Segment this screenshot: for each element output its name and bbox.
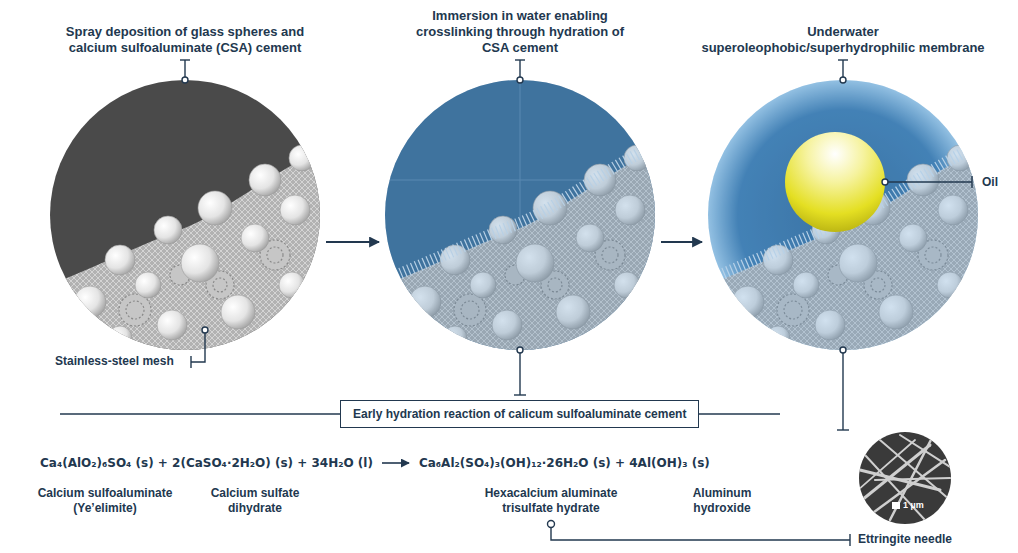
part-label: Stainless-steel mesh	[55, 354, 174, 369]
oil-droplet	[785, 132, 885, 232]
equation-row: Ca₄(AlO₂)₆SO₄ (s) + 2(CaSO₄·2H₂O) (s) + …	[40, 455, 710, 471]
equation-reactants: Ca₄(AlO₂)₆SO₄ (s) + 2(CaSO₄·2H₂O) (s) + …	[40, 455, 373, 471]
compound-name: Calcium sulfoaluminate (Ye’elimite)	[20, 486, 190, 516]
stage-circle: Underwater superoleophobic/superhydrophi…	[708, 80, 978, 350]
stage-heading: Underwater superoleophobic/superhydrophi…	[701, 24, 985, 56]
stage-circle: Immersion in water enabling crosslinking…	[385, 80, 655, 350]
compound-name: Hexacalcium aluminate trisulfate hydrate	[466, 486, 636, 516]
stage-heading: Spray deposition of glass spheres and ca…	[43, 24, 327, 56]
leader-lines	[60, 60, 972, 546]
process-arrow	[326, 241, 379, 243]
section-title-box: Early hydration reaction of calicum sulf…	[340, 400, 699, 428]
sem-image	[858, 432, 955, 524]
stage-circle: Spray deposition of glass spheres and ca…	[50, 80, 320, 350]
membrane-stage	[708, 80, 978, 350]
compound-name: Calcium sulfate dihydrate	[195, 486, 315, 516]
compound-name: Aluminum hydroxide	[677, 486, 767, 516]
equation-products: Ca₆Al₂(SO₄)₃(OH)₁₂·26H₂O (s) + 4Al(OH)₃ …	[419, 455, 710, 471]
spray-stage	[50, 80, 320, 350]
stage-heading: Immersion in water enabling crosslinking…	[402, 8, 638, 56]
scale-bar-label: 1 µm	[903, 500, 924, 511]
part-label: Oil	[982, 175, 998, 190]
process-arrow	[661, 241, 702, 243]
immersion-stage	[385, 80, 655, 350]
box-title: Early hydration reaction of calicum sulf…	[353, 406, 686, 422]
part-label: Ettringite needle	[858, 532, 952, 547]
reaction-arrow	[381, 457, 411, 469]
